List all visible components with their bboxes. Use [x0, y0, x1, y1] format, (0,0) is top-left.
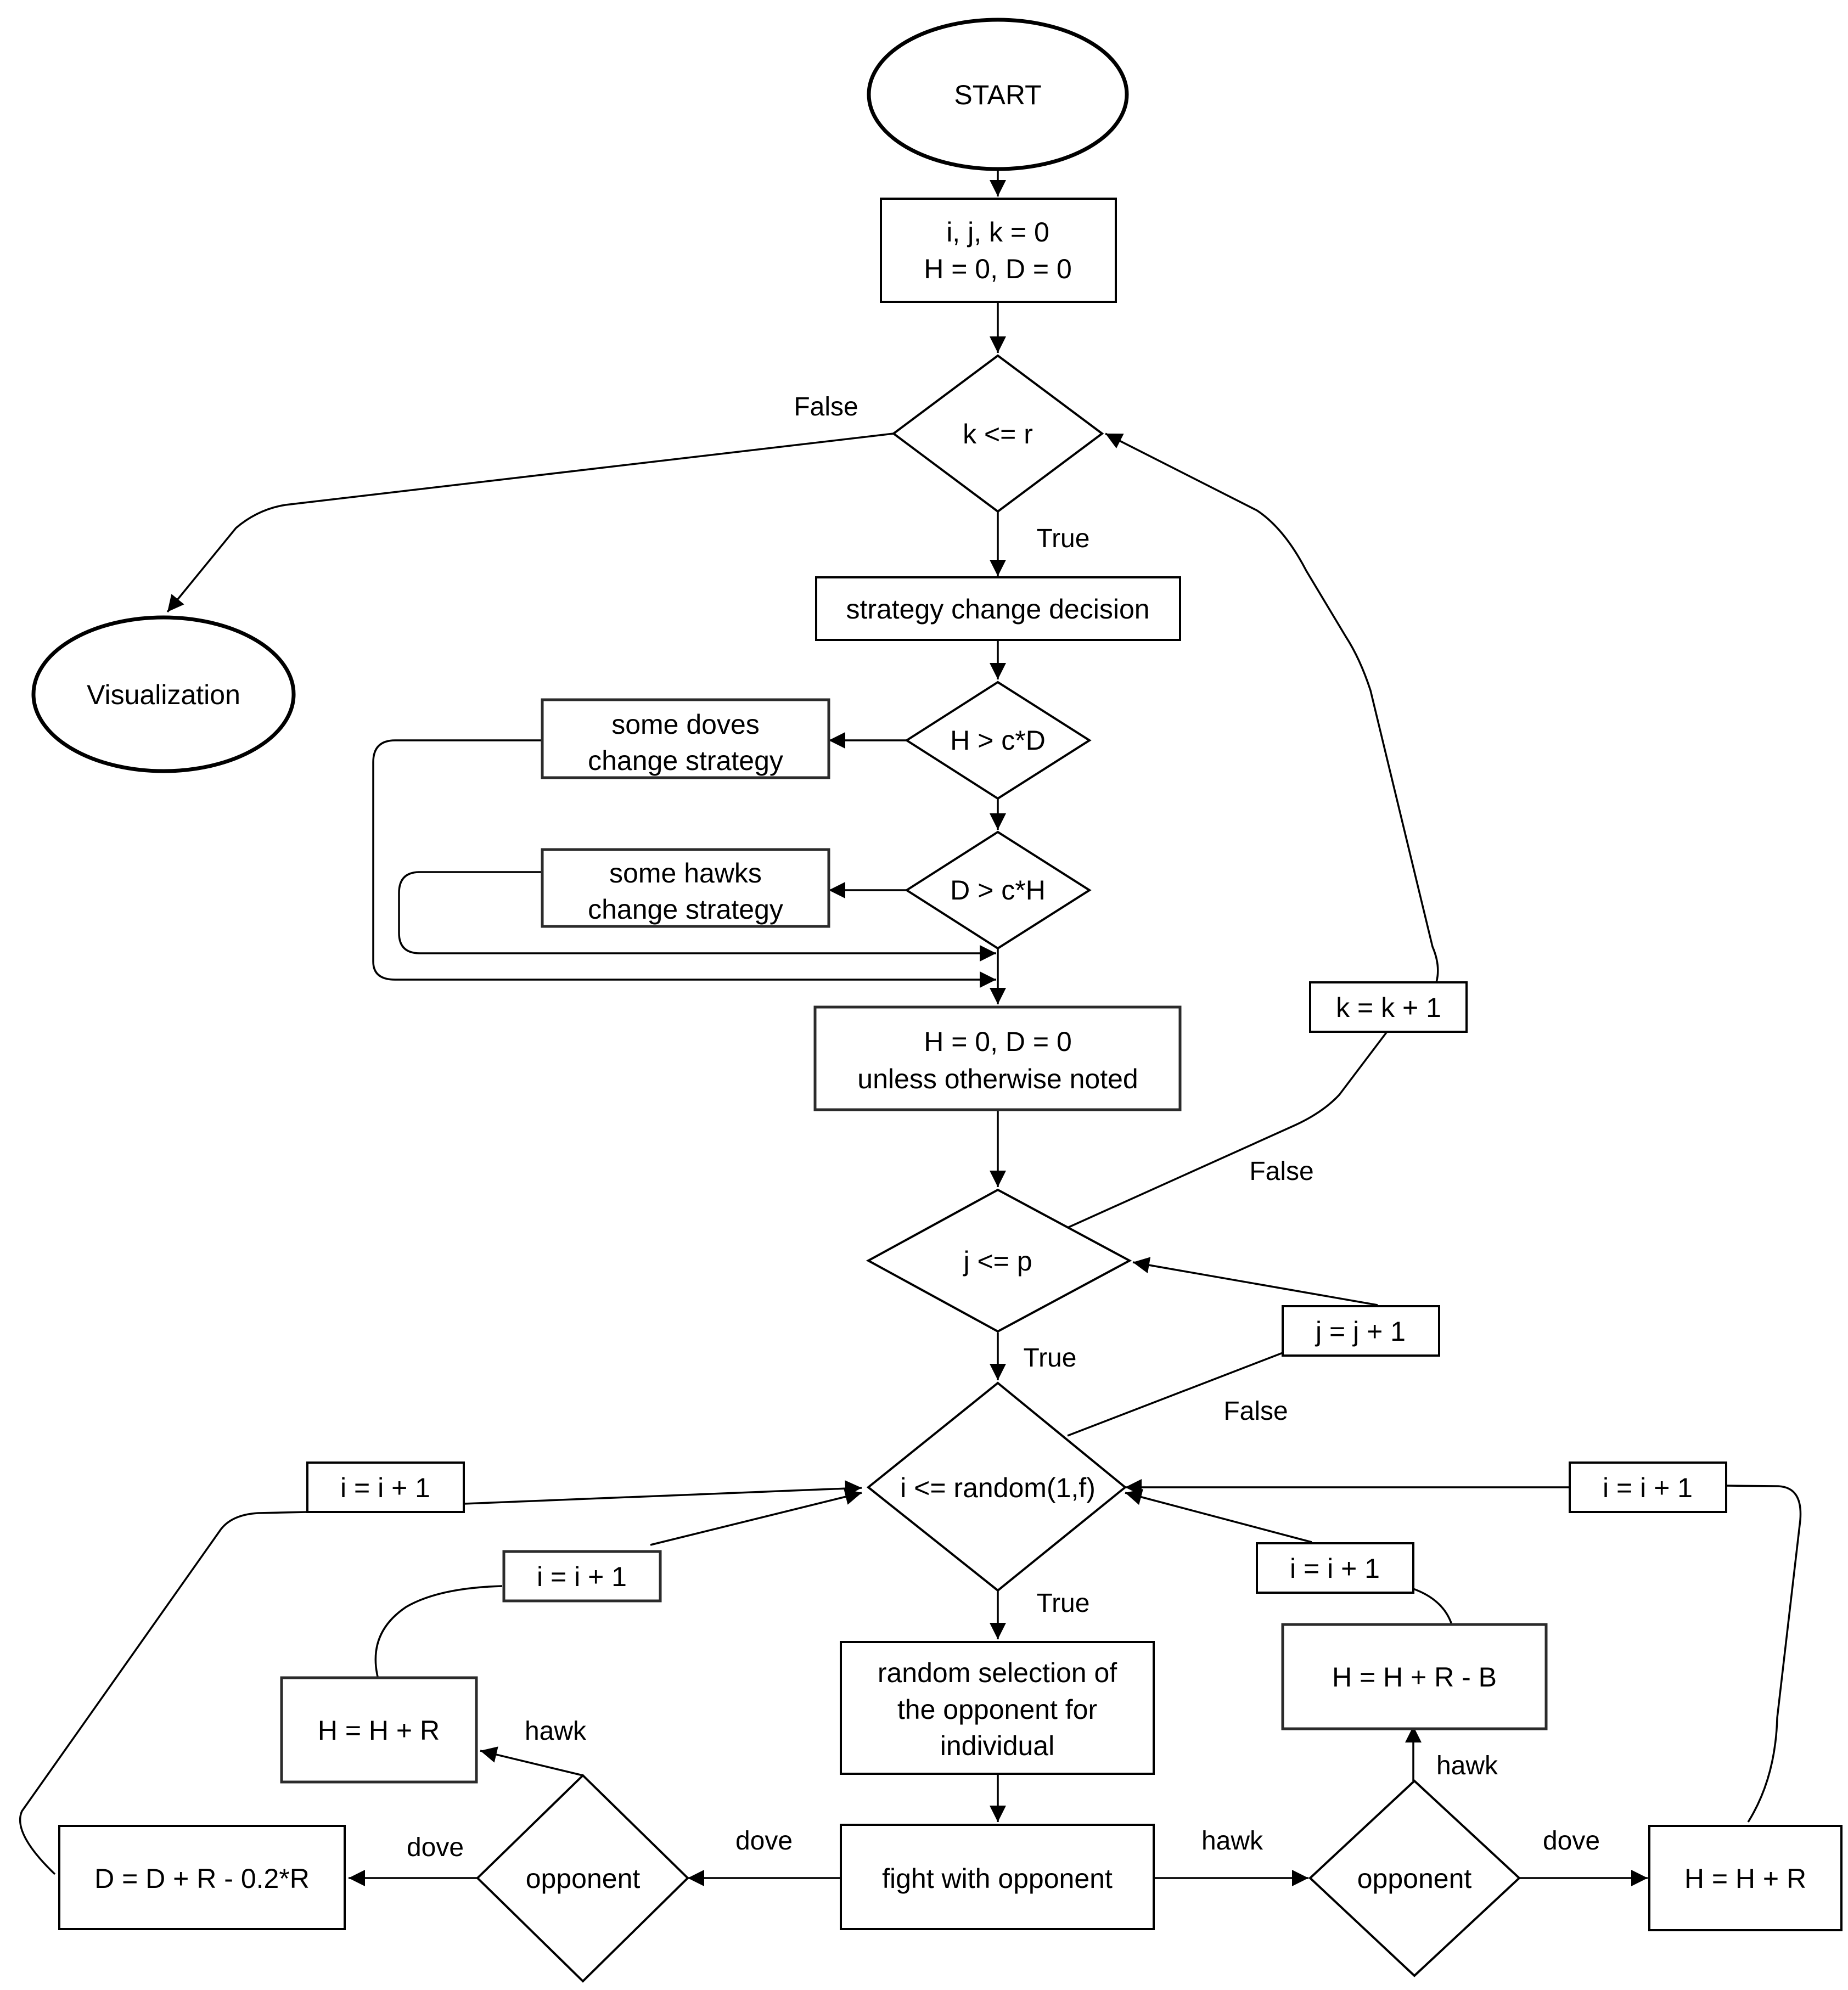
edge-h-hr-left-to-i-inc-left [374, 1585, 503, 1677]
node-i-decision: i <= random(1,f) [866, 1381, 1127, 1592]
label-k-false: False [794, 392, 858, 421]
node-j-decision-label: j <= p [962, 1246, 1032, 1277]
label-left-opponent-hawk: hawk [525, 1717, 587, 1746]
node-visualization-label: Visualization [87, 679, 240, 710]
node-reset-line-2: unless otherwise noted [857, 1064, 1138, 1094]
edge-k-inc-to-k-decision [1105, 432, 1439, 983]
edge-doves-to-reset [372, 739, 996, 988]
node-i-increment-far-left: i = i + 1 [306, 1461, 465, 1513]
edge-i-inc-far-left-to-i-decision [463, 1480, 862, 1505]
edge-hawks-to-reset [398, 871, 996, 962]
node-strategy: strategy change decision [815, 576, 1181, 641]
node-i-increment-right-label: i = i + 1 [1290, 1553, 1380, 1584]
node-doves-line-1: some doves [611, 709, 760, 740]
node-doves-line-2: change strategy [588, 745, 783, 776]
label-i-true: True [1037, 1589, 1090, 1618]
node-h-plus-r-right: H = H + R [1648, 1825, 1843, 1931]
edge-h-hr-right-to-i-inc-far-right [1726, 1485, 1802, 1823]
label-j-true: True [1024, 1343, 1077, 1373]
node-h-plus-r-left-label: H = H + R [318, 1715, 440, 1746]
node-h-plus-r-left: H = H + R [280, 1676, 478, 1784]
edge-d-calc-to-i-inc-far-left [19, 1511, 308, 1875]
edges [19, 170, 1802, 1886]
edge-i-inc-right-to-i-decision [1125, 1489, 1312, 1543]
node-d-calc-label: D = D + R - 0.2*R [94, 1863, 310, 1894]
node-fight: fight with opponent [840, 1824, 1155, 1930]
label-fight-hawk: hawk [1201, 1826, 1263, 1856]
node-h-plus-r-right-label: H = H + R [1684, 1863, 1806, 1894]
edge-j-false-to-k-inc [1067, 1031, 1388, 1229]
edge-k-false-to-visualization [166, 432, 894, 613]
label-right-opponent-hawk: hawk [1436, 1751, 1498, 1780]
node-k-decision: k <= r [891, 354, 1104, 513]
node-j-decision: j <= p [866, 1188, 1132, 1333]
node-i-increment-far-left-label: i = i + 1 [340, 1472, 430, 1503]
node-k-increment-label: k = k + 1 [1336, 992, 1441, 1023]
edge-h-hrb-to-i-inc-right [1413, 1588, 1453, 1625]
label-fight-dove: dove [735, 1826, 793, 1856]
node-right-opponent-label: opponent [1357, 1863, 1472, 1894]
node-k-decision-label: k <= r [963, 419, 1033, 449]
node-i-increment-far-right: i = i + 1 [1569, 1461, 1727, 1513]
node-init-line-1: i, j, k = 0 [946, 217, 1049, 248]
node-start: START [867, 18, 1129, 171]
node-left-opponent-label: opponent [526, 1863, 641, 1894]
label-j-false: False [1249, 1157, 1313, 1186]
label-left-opponent-dove: dove [407, 1833, 464, 1862]
label-right-opponent-dove: dove [1543, 1826, 1600, 1856]
node-i-increment-left-label: i = i + 1 [537, 1561, 627, 1592]
node-doves: some doves change strategy [541, 698, 830, 779]
node-visualization: Visualization [31, 615, 296, 773]
node-reset-line-1: H = 0, D = 0 [924, 1026, 1072, 1057]
node-j-increment-label: j = j + 1 [1315, 1316, 1406, 1347]
node-select-opponent: random selection of the opponent for ind… [840, 1641, 1155, 1775]
node-init-line-2: H = 0, D = 0 [924, 254, 1072, 284]
node-select-opponent-line-1: random selection of [878, 1657, 1117, 1688]
label-k-true: True [1037, 524, 1090, 553]
node-start-label: START [954, 80, 1041, 110]
node-hawks: some hawks change strategy [541, 848, 830, 928]
node-i-increment-left: i = i + 1 [502, 1550, 662, 1603]
edge-i-false-to-j-inc [1067, 1352, 1283, 1437]
node-d-decision: D > c*H [905, 830, 1092, 950]
node-left-opponent-decision: opponent [476, 1774, 689, 1983]
node-reset: H = 0, D = 0 unless otherwise noted [813, 1005, 1182, 1111]
node-right-opponent-decision: opponent [1308, 1779, 1521, 1977]
edge-i-inc-left-to-i-decision [650, 1488, 862, 1546]
node-h-plus-r-minus-b: H = H + R - B [1281, 1623, 1548, 1730]
node-h-plus-r-minus-b-label: H = H + R - B [1332, 1662, 1497, 1693]
node-hawks-line-2: change strategy [588, 894, 783, 925]
node-strategy-label: strategy change decision [846, 594, 1149, 625]
node-h-decision-label: H > c*D [950, 725, 1046, 756]
node-k-increment: k = k + 1 [1309, 981, 1468, 1033]
node-i-increment-far-right-label: i = i + 1 [1603, 1472, 1693, 1503]
node-i-increment-right: i = i + 1 [1256, 1542, 1414, 1594]
node-i-decision-label: i <= random(1,f) [900, 1472, 1096, 1503]
node-init: i, j, k = 0 H = 0, D = 0 [880, 198, 1117, 303]
node-j-increment: j = j + 1 [1282, 1305, 1440, 1357]
node-d-calc: D = D + R - 0.2*R [58, 1825, 346, 1930]
edge-labels: False True False True False True hawk do… [407, 392, 1600, 1862]
edge-j-inc-to-j-decision [1132, 1257, 1378, 1306]
node-select-opponent-line-2: the opponent for [897, 1694, 1097, 1725]
node-hawks-line-1: some hawks [609, 858, 762, 889]
node-d-decision-label: D > c*H [950, 875, 1046, 906]
node-select-opponent-line-3: individual [940, 1730, 1054, 1761]
label-i-false: False [1223, 1397, 1288, 1426]
node-fight-label: fight with opponent [882, 1863, 1113, 1894]
node-h-decision: H > c*D [905, 681, 1092, 800]
edge-left-opponent-hawk [480, 1746, 583, 1777]
